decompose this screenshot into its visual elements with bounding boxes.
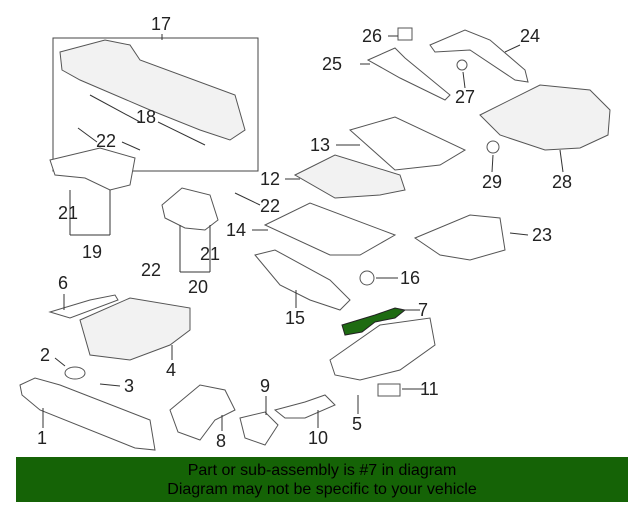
part-9 <box>239 411 279 446</box>
part-10 <box>273 394 336 419</box>
callout-2[interactable]: 2 <box>40 345 51 365</box>
callout-28[interactable]: 28 <box>552 172 573 192</box>
banner-line-2: Diagram may not be specific to your vehi… <box>167 481 477 498</box>
callout-21[interactable]: 21 <box>200 244 221 264</box>
part-11 <box>377 383 401 397</box>
callout-10[interactable]: 10 <box>308 428 329 448</box>
callout-25[interactable]: 25 <box>322 54 343 74</box>
banner-line-1: Part or sub-assembly is #7 in diagram <box>187 462 457 479</box>
callout-22[interactable]: 22 <box>96 131 117 151</box>
part-28 <box>479 84 611 151</box>
part-1 <box>19 377 156 451</box>
callout-27[interactable]: 27 <box>455 87 476 107</box>
part-29 <box>486 140 500 154</box>
callout-7[interactable]: 7 <box>418 300 429 320</box>
part-16 <box>359 270 375 286</box>
part-17-group-box <box>52 37 259 172</box>
part-8 <box>169 384 236 441</box>
part-13 <box>348 116 467 171</box>
callout-16[interactable]: 16 <box>400 268 421 288</box>
callout-24[interactable]: 24 <box>520 26 541 46</box>
part-26 <box>397 27 413 41</box>
part-19 <box>49 147 136 191</box>
leader-lines <box>42 34 564 431</box>
callout-9[interactable]: 9 <box>260 376 271 396</box>
callout-20[interactable]: 20 <box>188 277 209 297</box>
part-17 <box>59 39 246 141</box>
part-4 <box>79 297 191 361</box>
part-2 <box>64 366 86 380</box>
callout-22[interactable]: 22 <box>260 196 281 216</box>
callout-23[interactable]: 23 <box>532 225 553 245</box>
callout-6[interactable]: 6 <box>58 273 69 293</box>
callout-4[interactable]: 4 <box>166 360 177 380</box>
part-27 <box>456 59 468 71</box>
part-7-highlighted <box>341 307 407 336</box>
part-23 <box>413 214 506 261</box>
callout-26[interactable]: 26 <box>362 26 383 46</box>
callout-19[interactable]: 19 <box>82 242 103 262</box>
callout-29[interactable]: 29 <box>482 172 503 192</box>
callout-8[interactable]: 8 <box>216 431 227 451</box>
part-notice-banner: Part or sub-assembly is #7 in diagram Di… <box>16 457 628 502</box>
callout-1[interactable]: 1 <box>37 428 48 448</box>
callout-11[interactable]: 11 <box>420 379 439 399</box>
part-24 <box>429 29 529 83</box>
callout-5[interactable]: 5 <box>352 414 363 434</box>
callout-22[interactable]: 22 <box>141 260 162 280</box>
callout-15[interactable]: 15 <box>285 308 306 328</box>
callout-21[interactable]: 21 <box>58 203 79 223</box>
part-6 <box>48 294 119 319</box>
callout-12[interactable]: 12 <box>260 169 281 189</box>
part-20 <box>161 187 219 231</box>
part-12 <box>293 154 406 199</box>
callout-13[interactable]: 13 <box>310 135 331 155</box>
part-15 <box>254 249 351 311</box>
callout-18[interactable]: 18 <box>136 107 157 127</box>
part-5 <box>329 317 436 381</box>
callout-14[interactable]: 14 <box>226 220 247 240</box>
callout-17[interactable]: 17 <box>151 14 172 34</box>
part-14 <box>263 202 397 256</box>
callout-3[interactable]: 3 <box>124 376 135 396</box>
part-25 <box>366 47 451 101</box>
